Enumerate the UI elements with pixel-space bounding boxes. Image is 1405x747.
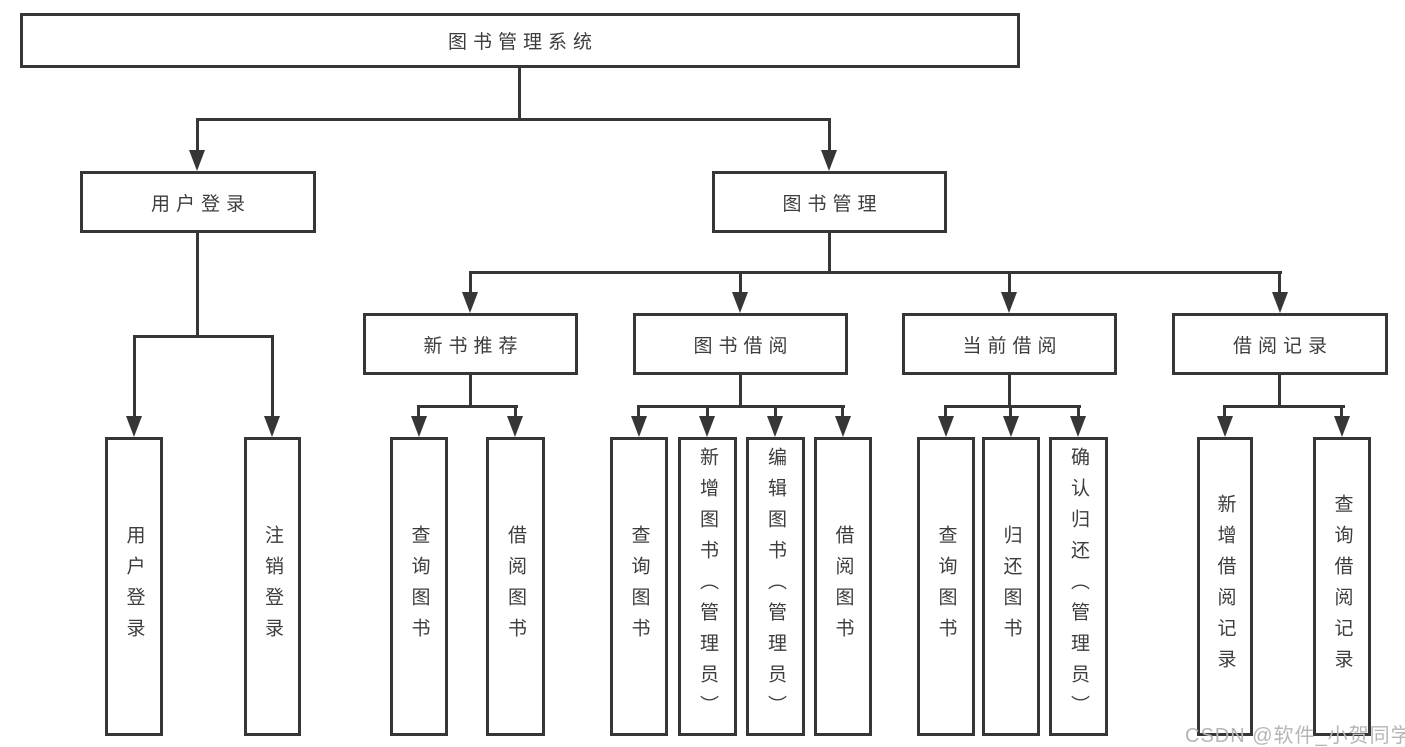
leaf-nb-query-book: 查询图书 [390,437,448,736]
connector-line [1223,405,1226,418]
node-borrow-records-label: 借阅记录 [1232,335,1333,357]
connector-line [706,405,709,418]
connector-line [417,405,420,418]
connector-line [469,271,472,295]
leaf-logout: 注销登录 [244,437,301,736]
node-current-borrow-label: 当前借阅 [962,335,1063,357]
connector-line [133,335,274,338]
leaf-br-query-record: 查询借阅记录 [1313,437,1371,736]
leaf-bb-query-book: 查询图书 [610,437,668,736]
arrowhead-down-icon [1272,292,1288,313]
connector-line [1077,405,1080,418]
node-book-borrow: 图书借阅 [633,313,848,375]
node-book-management: 图书管理 [712,171,947,233]
arrowhead-down-icon [126,416,142,437]
leaf-bb-query-book-label: 查询图书 [628,524,650,649]
leaf-nb-query-book-label: 查询图书 [408,524,430,649]
connector-line [944,405,947,418]
connector-line [196,118,199,151]
connector-line [518,68,521,121]
leaf-nb-borrow-book: 借阅图书 [486,437,545,736]
node-current-borrow: 当前借阅 [902,313,1117,375]
leaf-bb-add-book-label: 新增图书（管理员） [697,447,718,726]
connector-line [739,271,742,295]
arrowhead-down-icon [189,150,205,171]
leaf-br-query-record-label: 查询借阅记录 [1331,493,1353,680]
leaf-cb-confirm-return: 确认归还（管理员） [1049,437,1108,736]
connector-line [637,405,640,418]
connector-line [1278,271,1281,295]
leaf-user-login-label: 用户登录 [123,524,145,649]
leaf-bb-edit-book: 编辑图书（管理员） [746,437,805,736]
connector-line [1223,405,1345,408]
connector-line [196,118,831,121]
arrowhead-down-icon [767,416,783,437]
csdn-watermark: CSDN @软件_小贺同学 [1185,725,1405,747]
leaf-bb-edit-book-label: 编辑图书（管理员） [765,447,786,726]
connector-line [841,405,844,418]
node-new-book-recommend: 新书推荐 [363,313,578,375]
connector-line [1008,375,1011,408]
connector-line [469,271,1282,274]
arrowhead-down-icon [411,416,427,437]
node-book-management-label: 图书管理 [782,193,883,215]
leaf-bb-borrow-book-label: 借阅图书 [832,524,854,649]
connector-line [469,375,472,408]
connector-line [828,118,831,151]
arrowhead-down-icon [1070,416,1086,437]
arrowhead-down-icon [821,150,837,171]
node-user-login: 用户登录 [80,171,316,233]
leaf-cb-return-book-label: 归还图书 [1000,524,1022,649]
leaf-br-add-record: 新增借阅记录 [1197,437,1253,736]
leaf-cb-confirm-return-label: 确认归还（管理员） [1068,447,1089,726]
connector-line [133,335,136,417]
node-root-label: 图书管理系统 [447,32,598,53]
connector-line [739,375,742,408]
leaf-user-login: 用户登录 [105,437,163,736]
connector-line [514,405,517,418]
connector-line [271,335,274,417]
connector-line [417,405,518,408]
arrowhead-down-icon [699,416,715,437]
leaf-cb-query-book-label: 查询图书 [935,524,957,649]
arrowhead-down-icon [264,416,280,437]
node-book-borrow-label: 图书借阅 [693,335,794,357]
node-new-book-recommend-label: 新书推荐 [423,335,524,357]
leaf-bb-borrow-book: 借阅图书 [814,437,872,736]
leaf-br-add-record-label: 新增借阅记录 [1214,493,1236,680]
leaf-cb-return-book: 归还图书 [982,437,1040,736]
arrowhead-down-icon [1217,416,1233,437]
arrowhead-down-icon [631,416,647,437]
connector-line [1340,405,1343,418]
arrowhead-down-icon [1003,416,1019,437]
connector-line [1009,405,1012,418]
arrowhead-down-icon [462,292,478,313]
arrowhead-down-icon [938,416,954,437]
arrowhead-down-icon [1001,292,1017,313]
connector-line [196,233,199,338]
arrowhead-down-icon [507,416,523,437]
node-user-login-label: 用户登录 [150,193,251,215]
connector-line [774,405,777,418]
arrowhead-down-icon [1334,416,1350,437]
node-root: 图书管理系统 [20,13,1020,68]
arrowhead-down-icon [732,292,748,313]
leaf-bb-add-book: 新增图书（管理员） [678,437,737,736]
node-borrow-records: 借阅记录 [1172,313,1388,375]
connector-line [1278,375,1281,408]
leaf-cb-query-book: 查询图书 [917,437,975,736]
leaf-nb-borrow-book-label: 借阅图书 [505,524,526,649]
arrowhead-down-icon [835,416,851,437]
connector-line [944,405,1081,408]
connector-line [828,233,831,274]
leaf-logout-label: 注销登录 [262,524,283,649]
connector-line [637,405,845,408]
connector-line [1008,271,1011,295]
